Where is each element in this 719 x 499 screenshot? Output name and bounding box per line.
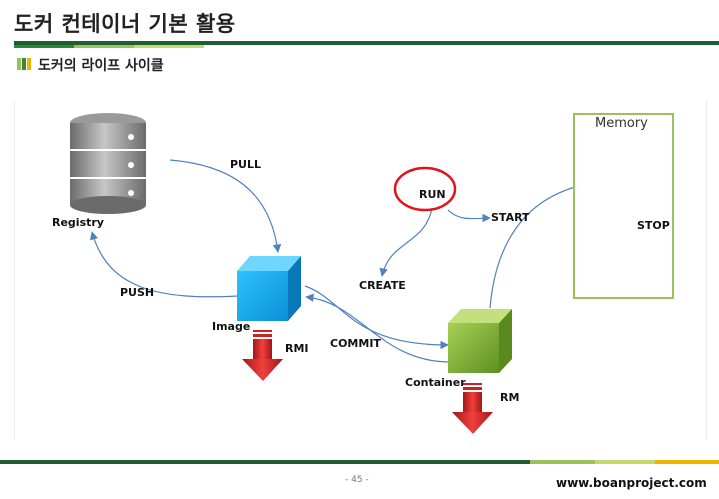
commit-label: COMMIT — [330, 337, 381, 350]
image-cube-icon — [237, 256, 301, 321]
image-label: Image — [212, 320, 251, 333]
memory-box — [573, 113, 674, 299]
registry-database-icon — [70, 113, 146, 214]
registry-label: Registry — [52, 216, 104, 229]
rmi-down-arrow-icon — [242, 330, 283, 381]
start-label: START — [491, 211, 530, 224]
run-to-memory-arrow — [489, 180, 594, 309]
page-number: - 45 - — [345, 475, 369, 485]
container-label: Container — [405, 376, 466, 389]
push-label: PUSH — [120, 286, 155, 299]
start-arrow — [447, 209, 491, 223]
footer-rule — [0, 460, 719, 464]
section-subtitle: 도커의 라이프 사이클 — [38, 58, 164, 74]
footer-url: www.boanproject.com — [556, 476, 707, 490]
create-arrow — [379, 207, 433, 277]
pull-arrow — [169, 159, 282, 253]
commit-arrow — [305, 293, 451, 363]
container-cube-icon — [448, 309, 512, 373]
slide-title: 도커 컨테이너 기본 활용 — [14, 12, 236, 36]
memory-label: Memory — [595, 116, 648, 131]
create-label: CREATE — [359, 279, 406, 292]
rmi-label: RMI — [285, 342, 309, 355]
run-highlight-circle — [393, 166, 457, 212]
push-arrow — [89, 231, 239, 298]
stop-label: STOP — [637, 219, 670, 232]
header-rule — [14, 41, 719, 48]
pull-label: PULL — [230, 158, 262, 171]
rm-down-arrow-icon — [452, 383, 493, 434]
run-label: RUN — [419, 188, 446, 201]
bullet-icon — [17, 58, 31, 70]
create-to-container-arrow — [304, 285, 449, 350]
rm-label: RM — [500, 391, 520, 404]
